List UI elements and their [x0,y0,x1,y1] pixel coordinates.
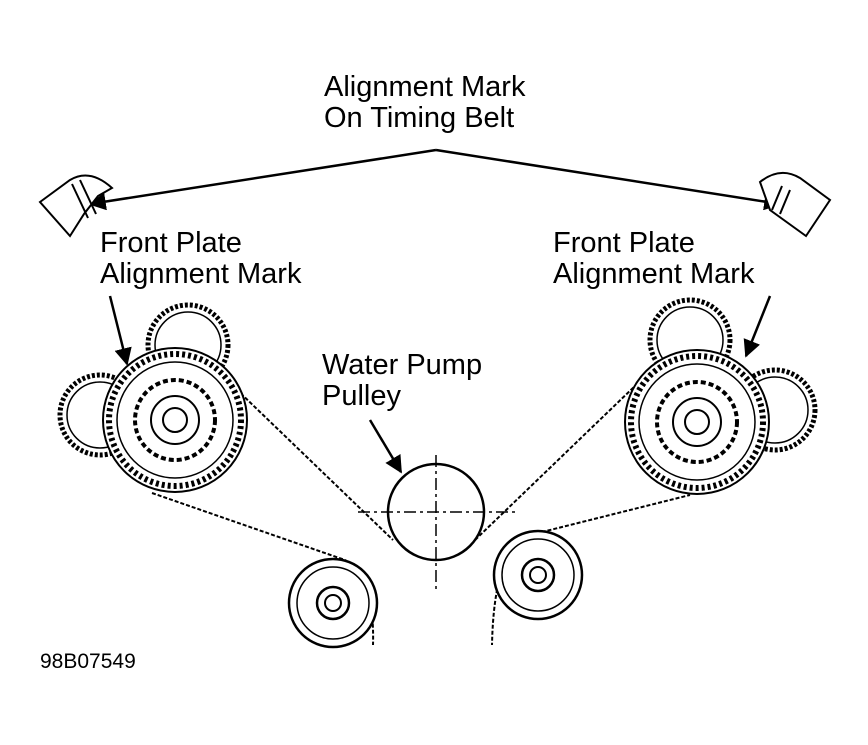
plate-mark-left-line2: Alignment Mark [100,258,302,290]
left-idler-pulley [287,557,379,649]
left-camshaft-assembly [57,302,248,493]
right-camshaft-assembly [624,297,818,495]
plate-mark-right-label: Front Plate Alignment Mark [553,228,754,290]
label-arrows [108,295,772,474]
figure-code: 98B07549 [40,650,136,673]
belt-mark-left-icon [38,174,114,238]
water-pump-pulley [358,455,515,592]
water-pump-label: Water Pump Pulley [322,350,482,412]
water-pump-label-line2: Pulley [322,380,401,412]
right-cam-hub [684,409,710,435]
belt-mark-right-icon [758,171,832,238]
plate-mark-left-label: Front Plate Alignment Mark [100,228,301,290]
plate-mark-right-line2: Alignment Mark [553,258,755,290]
plate-mark-left-line1: Front Plate [100,227,242,259]
right-idler-pulley [492,529,584,621]
belt-mark-label: Alignment Mark On Timing Belt [324,72,525,134]
left-cam-hub [162,407,188,433]
belt-mark-label-line1: Alignment Mark [324,71,526,103]
belt-mark-arrows [88,148,782,211]
water-pump-label-line1: Water Pump [322,349,483,381]
plate-mark-right-line1: Front Plate [553,227,695,259]
belt-mark-label-line2: On Timing Belt [324,102,515,134]
